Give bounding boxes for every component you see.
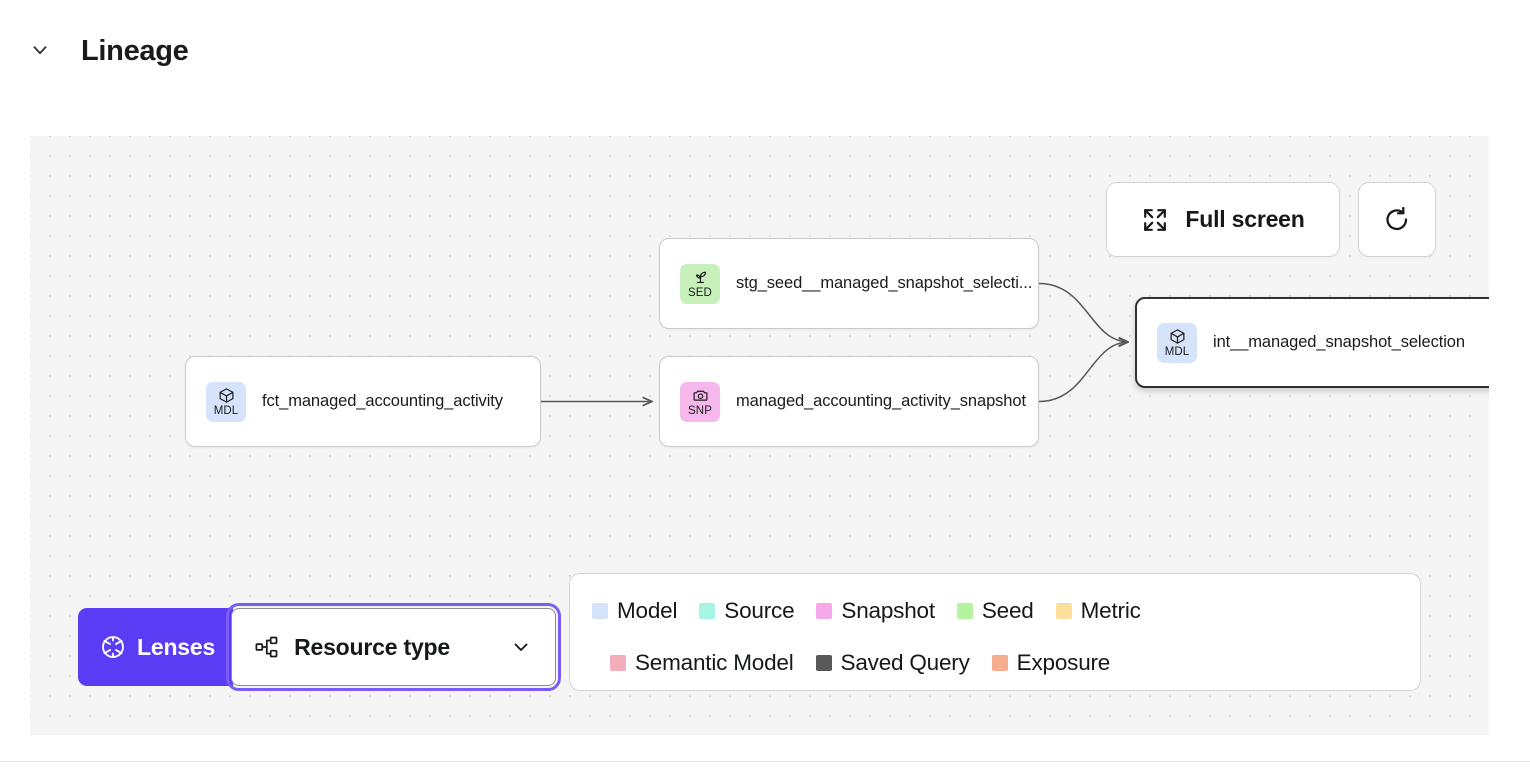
resource-type-label: Resource type	[294, 633, 450, 660]
lenses-label: Lenses	[137, 633, 216, 660]
legend-row-1: Model Source Snapshot Seed Metric	[592, 590, 1398, 632]
graph-node-model-fct[interactable]: MDL fct_managed_accounting_activity	[185, 356, 541, 447]
node-badge-label: MDL	[1164, 345, 1190, 358]
node-badge-snp: SNP	[680, 381, 720, 422]
legend-label-exposure: Exposure	[1016, 650, 1111, 675]
legend-swatch-seed	[956, 603, 973, 619]
legend-label-snapshot: Snapshot	[841, 598, 935, 623]
chevron-down-icon	[514, 643, 528, 651]
legend-label-source: Source	[724, 598, 795, 623]
node-badge-label: SNP	[688, 404, 712, 417]
legend-item-saved-query: Saved Query	[815, 650, 970, 676]
legend-label-metric: Metric	[1080, 598, 1141, 623]
legend-swatch-snapshot	[816, 603, 833, 619]
hierarchy-icon	[255, 636, 278, 658]
legend-item-semantic-model: Semantic Model	[610, 650, 794, 676]
legend-swatch-exposure	[991, 655, 1008, 671]
node-badge-label: SED	[688, 286, 712, 299]
aperture-icon	[102, 636, 124, 658]
lenses-button[interactable]: Lenses	[78, 608, 234, 686]
node-label: int__managed_snapshot_selection	[1213, 333, 1465, 351]
legend-item-metric: Metric	[1055, 598, 1141, 624]
legend-item-exposure: Exposure	[991, 650, 1111, 676]
legend-label-seed: Seed	[981, 598, 1034, 623]
expand-icon	[1144, 208, 1167, 231]
cube-icon	[219, 387, 233, 403]
legend-label-saved-query: Saved Query	[840, 650, 970, 675]
legend-swatch-saved-query	[815, 655, 832, 671]
collapse-section-chevron-down-icon[interactable]	[24, 35, 56, 65]
refresh-graph-button[interactable]	[1358, 182, 1436, 257]
resource-type-dropdown[interactable]: Resource type	[226, 603, 562, 691]
bottom-divider	[0, 761, 1530, 762]
resource-type-legend: Model Source Snapshot Seed Metric S	[569, 573, 1421, 691]
node-label: fct_managed_accounting_activity	[262, 392, 503, 410]
legend-item-seed: Seed	[956, 598, 1034, 624]
camera-icon	[693, 390, 707, 401]
lineage-section-header: Lineage	[0, 0, 1530, 100]
legend-label-model: Model	[617, 598, 678, 623]
graph-node-seed-stg[interactable]: SED stg_seed__managed_snapshot_selecti..…	[659, 238, 1039, 329]
edge-snp-to-int	[1038, 342, 1128, 403]
graph-node-model-int-selected[interactable]: MDL int__managed_snapshot_selection	[1135, 297, 1489, 388]
node-badge-mdl: MDL	[1157, 322, 1197, 363]
legend-swatch-model	[592, 603, 608, 619]
graph-node-snapshot-managed[interactable]: SNP managed_accounting_activity_snapshot	[659, 356, 1039, 447]
legend-item-source: Source	[699, 598, 795, 624]
node-label: managed_accounting_activity_snapshot	[736, 392, 1026, 410]
legend-swatch-semantic-model	[610, 655, 626, 671]
lenses-control-group: Lenses Resource type	[78, 603, 562, 691]
refresh-icon	[1386, 206, 1408, 230]
legend-item-model: Model	[592, 598, 677, 624]
legend-item-snapshot: Snapshot	[816, 598, 935, 624]
legend-swatch-source	[699, 603, 716, 619]
legend-swatch-metric	[1055, 603, 1072, 619]
edge-seed-to-int	[1038, 282, 1128, 343]
legend-row-2: Semantic Model Saved Query Exposure	[592, 642, 1398, 684]
node-label: stg_seed__managed_snapshot_selecti...	[736, 274, 1033, 292]
node-badge-label: MDL	[213, 404, 239, 417]
full-screen-button[interactable]: Full screen	[1106, 182, 1340, 257]
page-title: Lineage	[81, 35, 189, 67]
node-badge-mdl: MDL	[206, 381, 246, 422]
full-screen-label: Full screen	[1185, 206, 1305, 232]
sprout-icon	[695, 271, 706, 283]
lineage-graph-canvas[interactable]: MDL fct_managed_accounting_activity SED …	[30, 136, 1489, 735]
legend-label-semantic-model: Semantic Model	[635, 650, 794, 675]
cube-icon	[1170, 328, 1184, 344]
node-badge-sed: SED	[680, 263, 720, 304]
